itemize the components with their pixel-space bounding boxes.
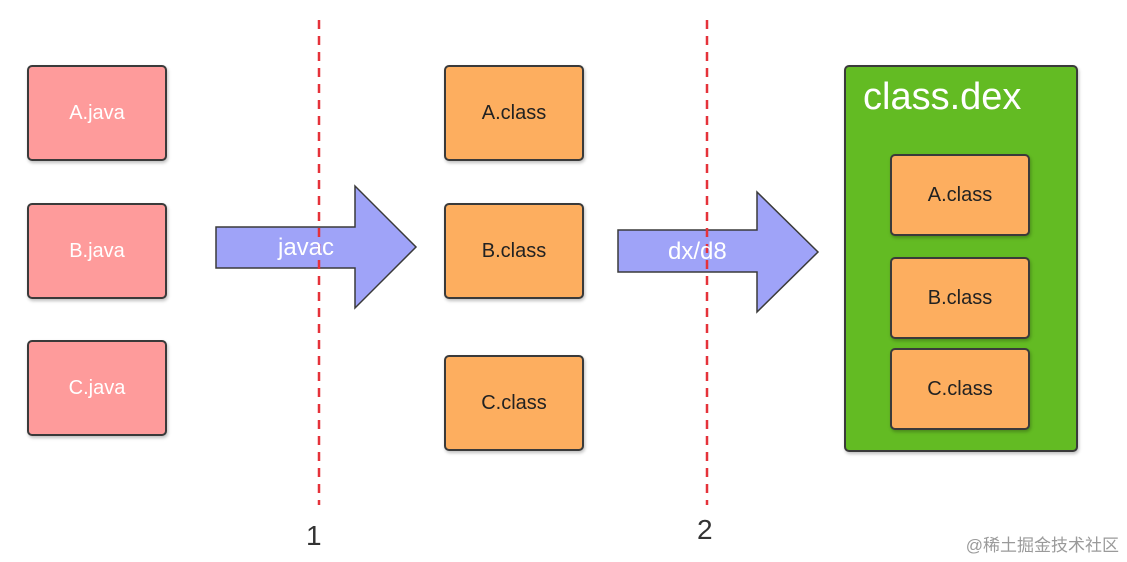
javac-arrow (215, 184, 418, 310)
watermark: @稀土掘金技术社区 (965, 536, 1119, 555)
class-file-c: C.class (444, 355, 584, 451)
source-file-a-label: A.java (69, 101, 125, 124)
class-file-b: B.class (444, 203, 584, 299)
dex-class-b: B.class (890, 257, 1030, 339)
dex-class-c-label: C.class (927, 377, 993, 400)
source-file-c-label: C.java (68, 376, 126, 399)
divider-number-1: 1 (306, 520, 322, 551)
source-file-b-label: B.java (69, 239, 125, 262)
javac-arrow-label: javac (278, 234, 335, 261)
dex-class-a: A.class (890, 154, 1030, 236)
class-file-b-label: B.class (481, 239, 547, 262)
source-file-c: C.java (27, 340, 167, 436)
dex-class-c: C.class (890, 348, 1030, 430)
dx-d8-arrow-label: dx/d8 (668, 238, 727, 265)
divider-number-2: 2 (697, 514, 713, 545)
class-file-c-label: C.class (481, 391, 547, 414)
class-file-a: A.class (444, 65, 584, 161)
dex-class-a-label: A.class (927, 183, 993, 206)
dx-d8-arrow (617, 190, 820, 314)
source-file-b: B.java (27, 203, 167, 299)
class-file-a-label: A.class (481, 101, 547, 124)
dex-title: class.dex (863, 76, 1022, 118)
source-file-a: A.java (27, 65, 167, 161)
dex-class-b-label: B.class (927, 286, 993, 309)
